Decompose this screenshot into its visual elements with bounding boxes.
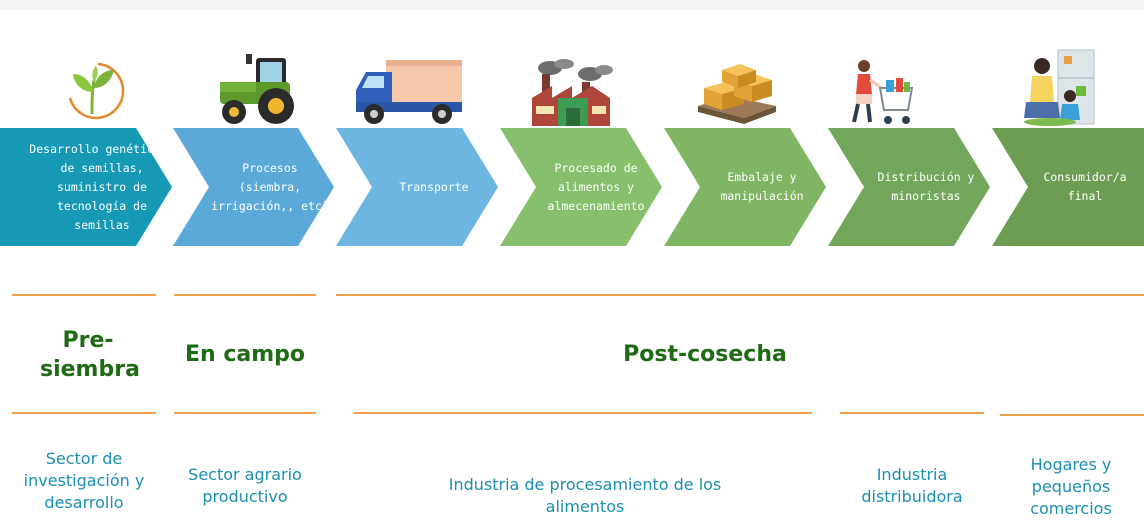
- stage-arrow-6: [828, 128, 990, 246]
- value-chain-arrows: [0, 128, 1144, 246]
- phase-bottom-divider: [12, 412, 156, 414]
- stage-arrow-2: [173, 128, 334, 246]
- family-kitchen-icon: [1024, 49, 1095, 126]
- factory-icon: [532, 59, 613, 126]
- sector-label: Sector de investigación y desarrollo: [23, 449, 145, 512]
- stage-label: Procesos (siembra, irrigación,, etc): [211, 160, 329, 213]
- sector-label: Industria distribuidora: [861, 465, 963, 506]
- stage-label: Embalaje y manipulación: [720, 170, 804, 203]
- stage-arrow-5: [664, 128, 826, 246]
- truck-icon: [356, 60, 462, 124]
- sector-label: Industria de procesamiento de los alimen…: [448, 475, 722, 516]
- stage-arrow-1: [0, 128, 172, 246]
- boxes-pallet-icon: [698, 64, 776, 124]
- stage-label: Distribución y minoristas: [877, 170, 975, 203]
- sector-label: Sector agrario productivo: [188, 465, 302, 506]
- phase-pre-siembra: Pre-siembra: [40, 328, 140, 382]
- phase-bottom-divider: [354, 412, 812, 414]
- sector-label: Hogares y pequeños comercios: [1030, 455, 1112, 518]
- phase-top-divider: [174, 294, 316, 296]
- phase-top-divider: [12, 294, 156, 296]
- stage-label: Consumidor/a final: [1043, 170, 1127, 203]
- stage-arrow-4: [500, 128, 662, 246]
- tractor-icon: [220, 54, 294, 124]
- shopper-cart-icon: [852, 60, 914, 124]
- top-band: [0, 0, 1144, 10]
- phase-bottom-divider: [1000, 414, 1144, 416]
- stage-label: Procesado de alimentos y almecenamiento: [547, 160, 645, 213]
- phase-post-cosecha: Post-cosecha: [623, 342, 787, 367]
- stage-arrow-3: [336, 128, 498, 246]
- stage-label: Desarrollo genético y de semillas, sumin…: [29, 141, 175, 232]
- stage-arrow-7: [992, 128, 1144, 246]
- phase-en-campo: En campo: [184, 342, 306, 367]
- phase-bottom-divider: [840, 412, 984, 414]
- stage-label: Transporte: [399, 179, 469, 194]
- phase-top-divider: [336, 294, 1144, 296]
- sprout-icon: [68, 62, 125, 120]
- phase-bottom-divider: [174, 412, 316, 414]
